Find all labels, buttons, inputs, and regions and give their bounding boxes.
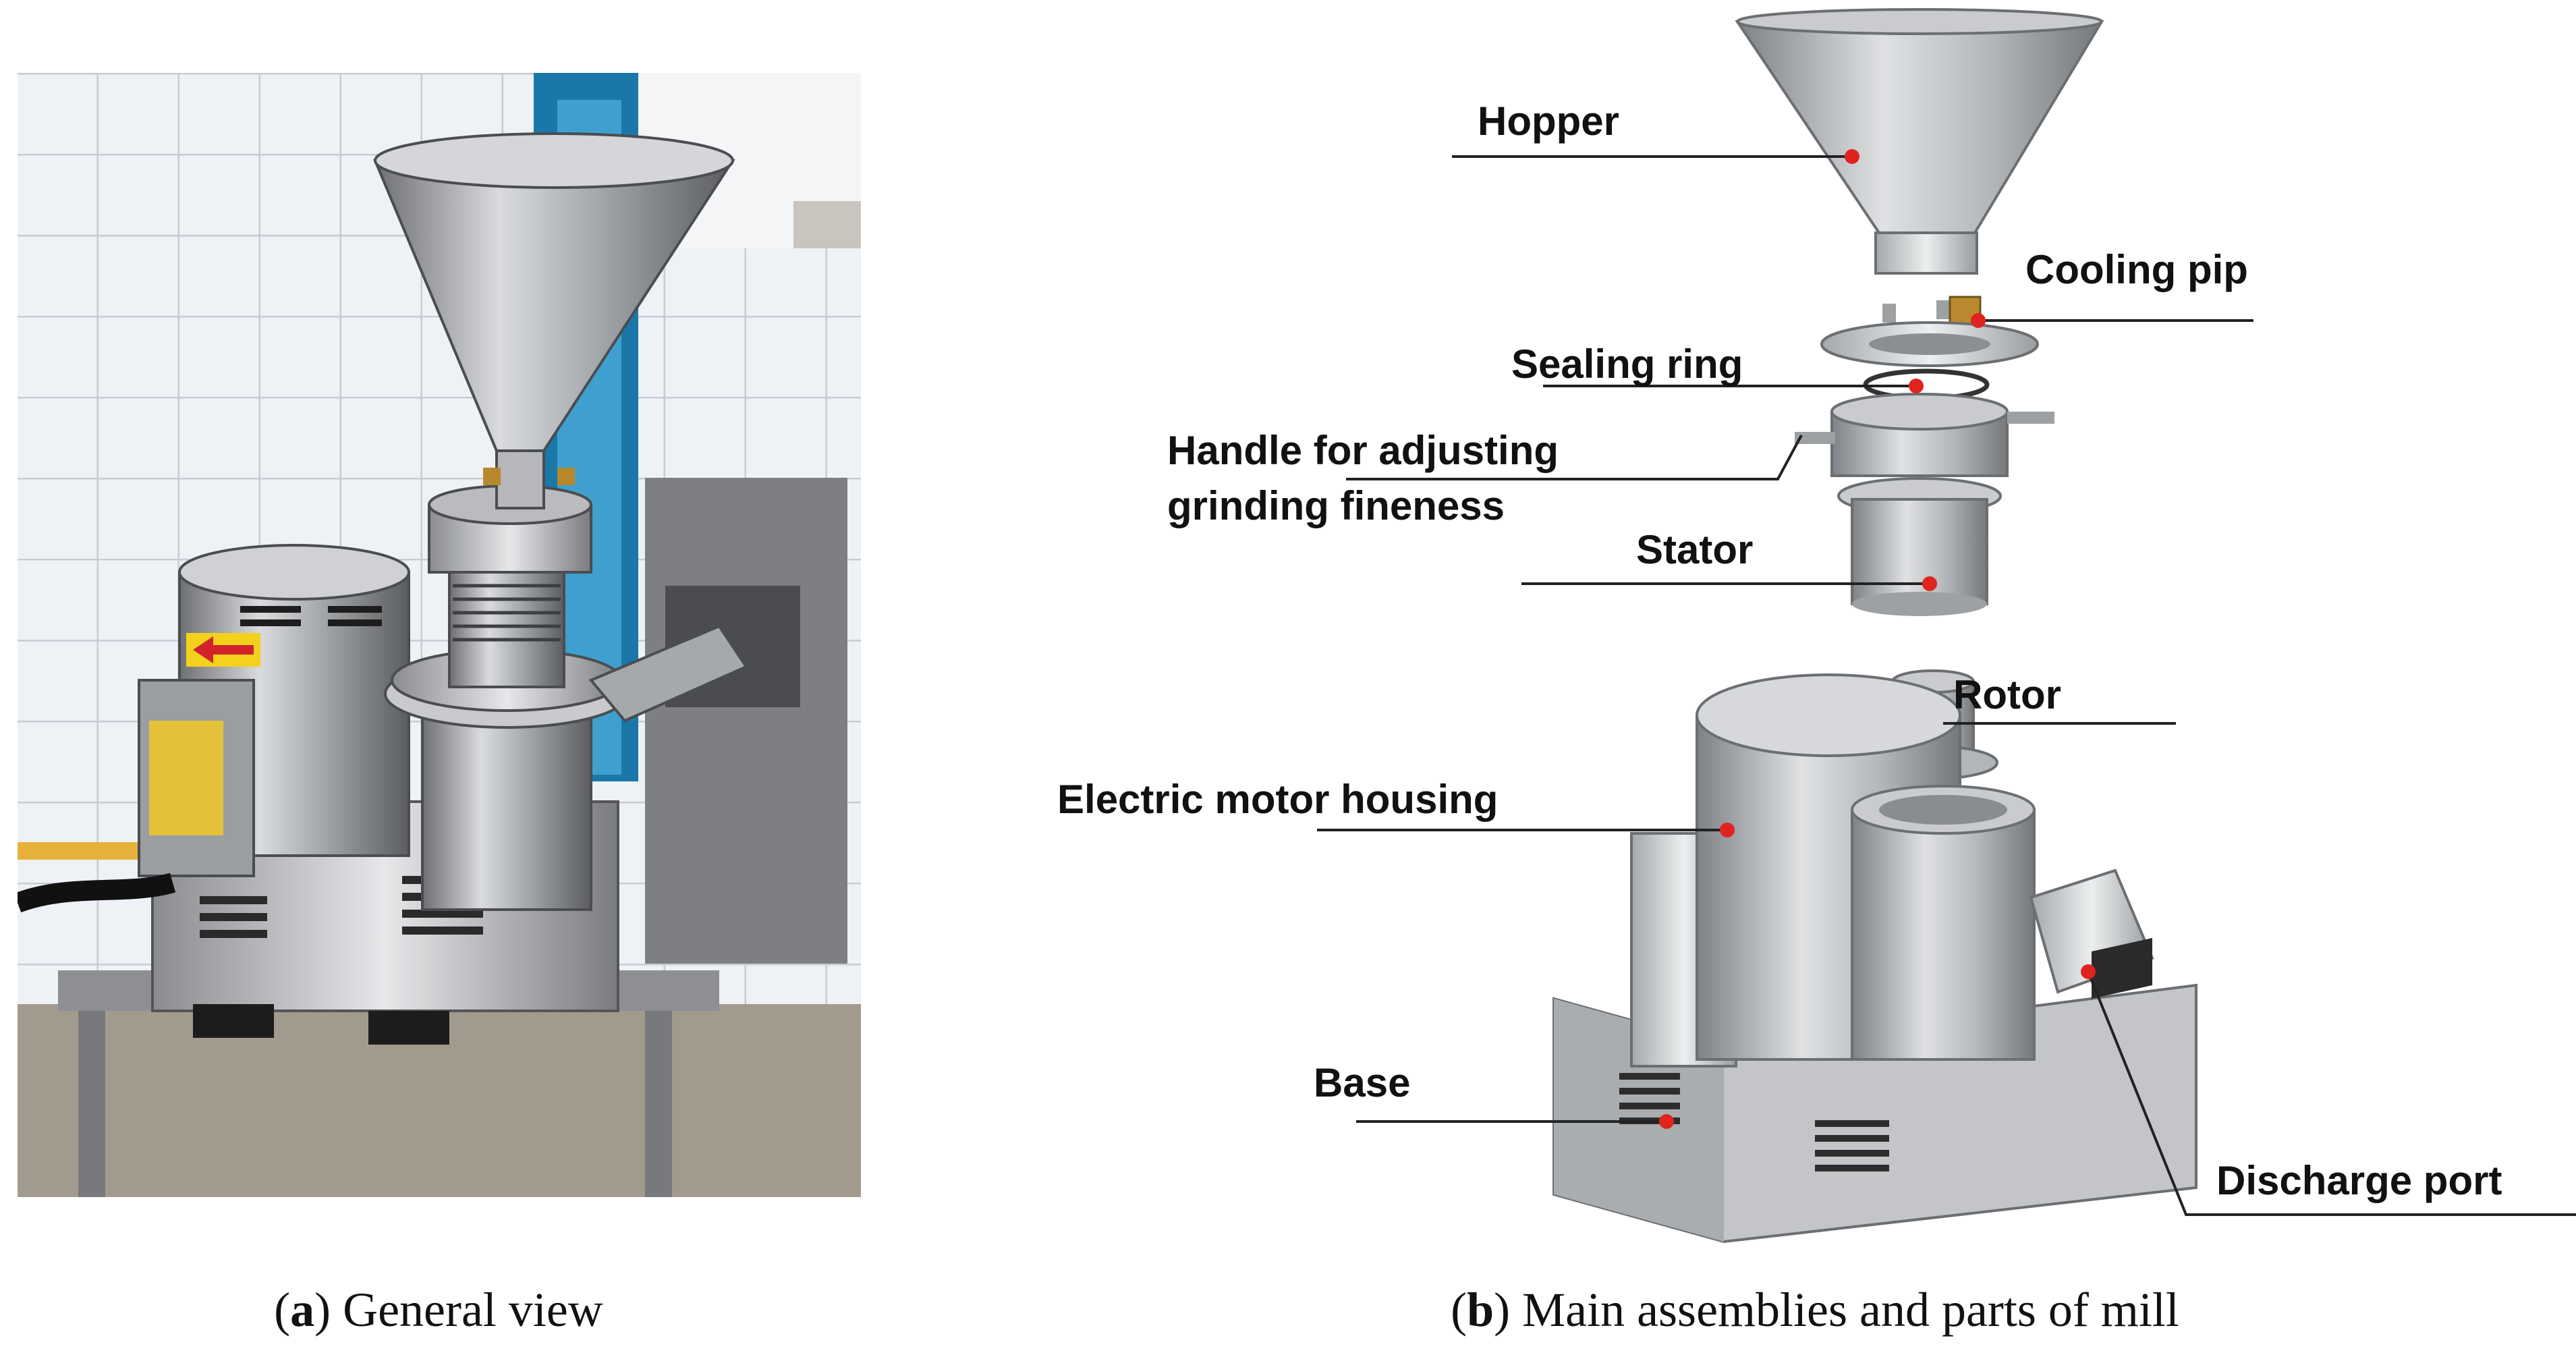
label-handle-line1: Handle for adjusting bbox=[1167, 428, 1559, 473]
marker-dots bbox=[1659, 149, 2096, 1129]
discharge-port-part bbox=[2029, 868, 2154, 999]
label-stator: Stator bbox=[1636, 527, 1753, 572]
lower-cylinder bbox=[421, 692, 592, 911]
adjusting-ring-part bbox=[1795, 393, 2054, 477]
caption-b-text: Main assemblies and parts of mill bbox=[1522, 1283, 2179, 1337]
label-rotor: Rotor bbox=[1953, 672, 2061, 717]
exploded-diagram: Hopper Cooling pip Sealing ring Handle f… bbox=[1012, 0, 2576, 1255]
mill-cylinder-part bbox=[1851, 785, 2036, 1061]
label-base: Base bbox=[1314, 1060, 1410, 1105]
label-cooling-pip: Cooling pip bbox=[2025, 247, 2248, 292]
leader-lines bbox=[1317, 155, 2576, 1216]
caption-b-letter: b bbox=[1467, 1283, 1494, 1337]
label-hopper: Hopper bbox=[1478, 99, 1619, 144]
stator-part bbox=[1837, 477, 2002, 616]
label-motor-housing: Electric motor housing bbox=[1057, 777, 1498, 822]
label-handle-line2: grinding fineness bbox=[1167, 483, 1505, 528]
caption-a-letter: a bbox=[290, 1283, 315, 1337]
caption-a: (a) General view bbox=[274, 1283, 603, 1337]
discharge-chute bbox=[588, 624, 748, 723]
spring-column bbox=[448, 557, 565, 688]
caption-b: (b) Main assemblies and parts of mill bbox=[1451, 1283, 2179, 1337]
photo-general-view bbox=[18, 73, 861, 1197]
motor-housing-part bbox=[1630, 673, 1961, 1068]
label-discharge-port: Discharge port bbox=[2216, 1158, 2502, 1203]
label-sealing-ring: Sealing ring bbox=[1511, 341, 1743, 387]
caption-a-text: General view bbox=[343, 1283, 603, 1337]
background-machine bbox=[645, 478, 847, 964]
hopper-part bbox=[1735, 8, 2104, 275]
